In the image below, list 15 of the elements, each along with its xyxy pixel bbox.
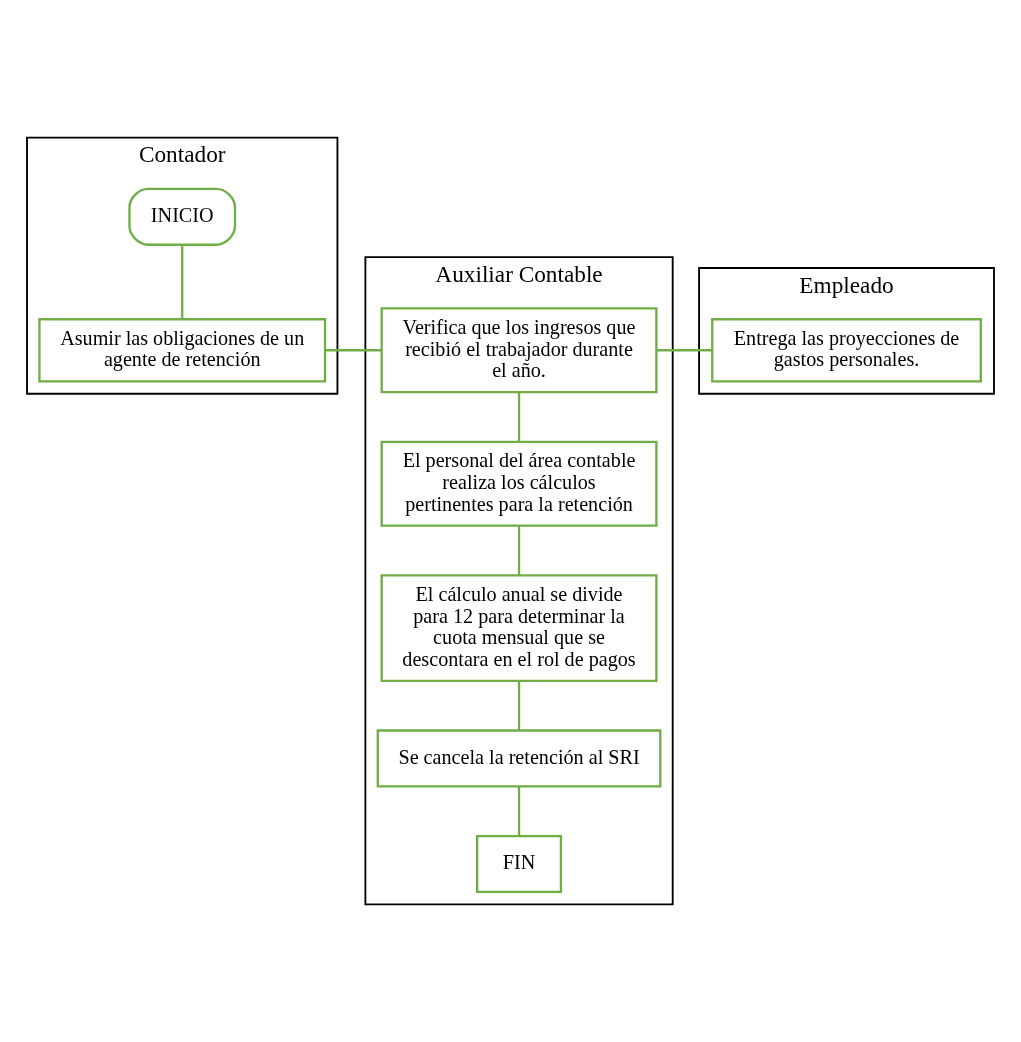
node-box: Entrega las proyecciones de gastos personales. <box>711 318 982 383</box>
connector <box>181 245 184 319</box>
connector <box>325 349 382 352</box>
connector <box>517 392 521 442</box>
node-box: FIN <box>475 834 563 894</box>
connector <box>656 349 713 352</box>
node-box: INICIO <box>128 187 237 246</box>
connector <box>517 526 521 576</box>
node-box: El personal del área contable realiza los cálculos pertinentes para la retención <box>380 440 658 527</box>
node-box: El cálculo anual se divide para 12 para determinar la cuota mensual que se descontara en el rol de pagos <box>380 574 658 683</box>
node-box: Asumir las obligaciones de un agente de retención <box>38 318 327 383</box>
connector <box>517 681 521 731</box>
connector <box>517 786 521 836</box>
node-box: Se cancela la retención al SRI <box>376 729 662 788</box>
node-box: Verifica que los ingresos que recibió el trabajador durante el año. <box>380 307 658 394</box>
